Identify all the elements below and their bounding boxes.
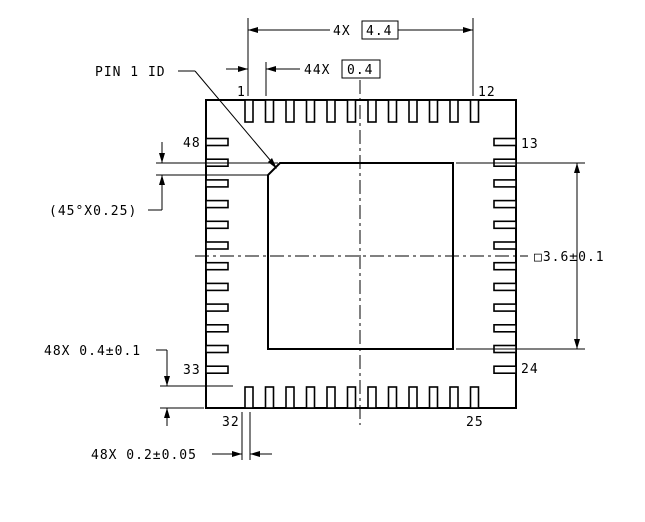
bottom-pin-row: [244, 386, 480, 409]
pad-length-label: 48X 0.4±0.1: [44, 344, 141, 359]
pin-pad: [493, 303, 517, 312]
pin-pad: [493, 365, 517, 375]
pin-pad: [346, 386, 357, 409]
pin-pad: [469, 386, 480, 409]
pin-12-label: 12: [478, 85, 496, 100]
pin-pad: [205, 220, 229, 230]
pin-pad: [469, 99, 480, 123]
pin-pad: [326, 99, 336, 123]
pin-pad: [493, 282, 517, 292]
pin-48-label: 48: [183, 136, 201, 151]
pin-pad: [285, 99, 295, 123]
chamfer-label: (45°X0.25): [49, 204, 137, 219]
package-body: [205, 99, 517, 409]
top-pitch-value: 4.4: [366, 24, 392, 39]
pin1-id-callout: PIN 1 ID: [95, 65, 277, 169]
pin-pad: [493, 261, 517, 271]
pin-pad: [367, 99, 377, 123]
pin-pad: [387, 386, 398, 409]
pin-pad: [428, 99, 439, 123]
top-pin-row: [244, 99, 480, 123]
pin-32-label: 32: [222, 415, 240, 430]
pad-length-dimension: 48X 0.4±0.1: [44, 344, 233, 426]
pin-pad: [408, 386, 418, 409]
pin-pad: [205, 344, 229, 354]
pin-pad: [244, 99, 254, 123]
pin-pad: [205, 323, 229, 333]
chamfer-dimension: (45°X0.25): [49, 142, 278, 219]
pin-1-label: 1: [237, 85, 246, 100]
exposed-pad-dimension: □3.6±0.1: [456, 162, 605, 350]
pin-pad: [387, 99, 398, 123]
pin-25-label: 25: [466, 415, 484, 430]
pin-pad: [305, 386, 316, 409]
pad-width-dimension: 48X 0.2±0.05: [91, 412, 272, 463]
pin-pad: [493, 199, 517, 209]
pin-pad: [428, 386, 439, 409]
pin-13-label: 13: [521, 137, 539, 152]
pin-pad: [326, 386, 336, 409]
pin-pad: [264, 386, 275, 409]
pad-pitch-value: 0.4: [347, 63, 373, 78]
pin-pad: [205, 137, 229, 147]
pin1-id-label: PIN 1 ID: [95, 65, 166, 80]
pin-pad: [205, 261, 229, 271]
pin-pad: [285, 386, 295, 409]
pin-pad: [493, 220, 517, 230]
pin-pad: [449, 386, 459, 409]
pin-pad: [244, 386, 254, 409]
pin-pad: [205, 303, 229, 312]
pin-33-label: 33: [183, 363, 201, 378]
pin-pad: [367, 386, 377, 409]
dimension-4x-4.4: 4X 4.4: [247, 18, 474, 96]
pin-pad: [205, 199, 229, 209]
top-pitch-count: 4X: [333, 24, 351, 39]
dimension-44x-0.4: 44X 0.4: [226, 59, 381, 96]
pin-pad: [493, 241, 517, 250]
pin-pad: [205, 365, 229, 375]
pin-pad: [305, 99, 316, 123]
pin-pad: [205, 179, 229, 188]
pin-pad: [493, 137, 517, 147]
pin-pad: [408, 99, 418, 123]
pad-pitch-count: 44X: [304, 63, 330, 78]
pin-pad: [493, 179, 517, 188]
pad-width-label: 48X 0.2±0.05: [91, 448, 197, 463]
exposed-pad-label: □3.6±0.1: [534, 250, 605, 265]
pin-24-label: 24: [521, 362, 539, 377]
pin-pad: [264, 99, 275, 123]
pin-pad: [205, 241, 229, 250]
pin-pad: [346, 99, 357, 123]
pin-pad: [449, 99, 459, 123]
pin-pad: [493, 323, 517, 333]
pin-pad: [205, 282, 229, 292]
